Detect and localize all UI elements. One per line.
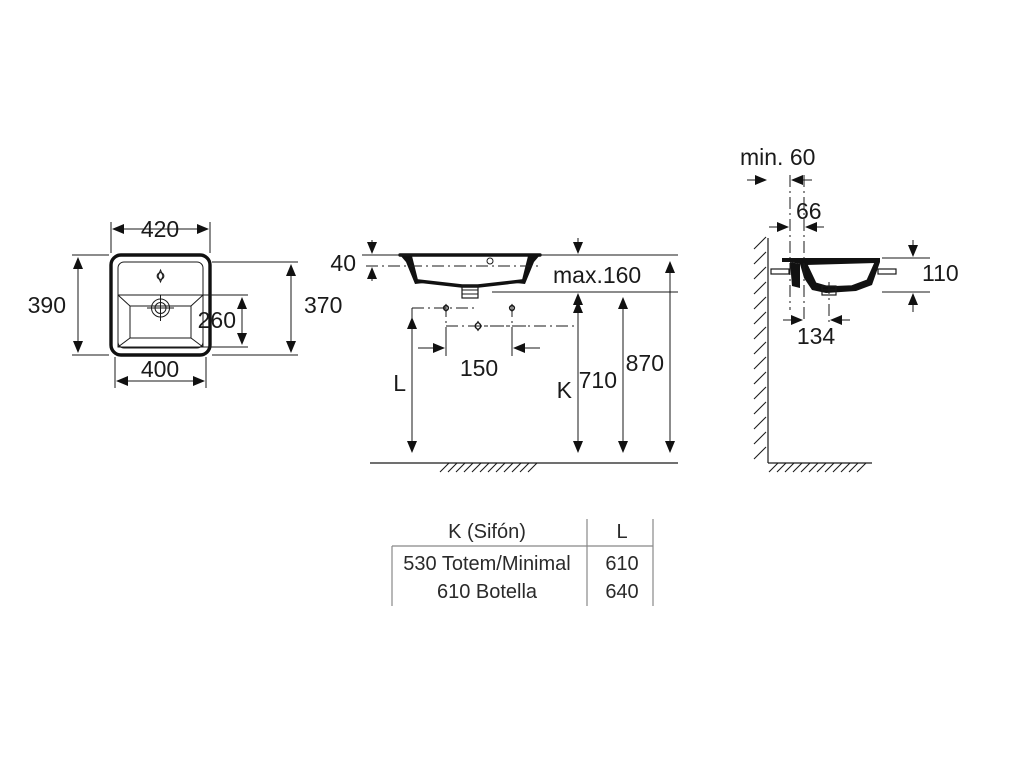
basin-right-wall-front — [516, 255, 540, 284]
side-section-group: min. 60 66 134 110 — [740, 144, 959, 473]
wall-hatching-side — [753, 236, 767, 460]
dim-label-390: 390 — [28, 292, 66, 318]
dim-label-max160: max.160 — [553, 262, 641, 288]
table-header-l: L — [616, 521, 627, 543]
front-elevation-group: 40 max.160 — [330, 238, 678, 473]
basin-bowl-bottom-front — [416, 279, 524, 288]
drain-outlet-plan — [147, 295, 174, 321]
bowl-corner-br — [190, 337, 204, 348]
floor-hatching-side — [768, 462, 867, 473]
basin-left-wall-front — [400, 255, 424, 284]
dim-label-150: 150 — [460, 355, 498, 381]
dim-label-40: 40 — [330, 250, 356, 276]
floor-hatching-front — [439, 462, 538, 473]
dim-label-710: 710 — [579, 367, 617, 393]
table-row-1-l: 640 — [605, 581, 638, 603]
trap-table-group: K (Sifón) L 530 Totem/Minimal 610 610 Bo… — [391, 519, 654, 606]
dim-K-group: K — [557, 301, 583, 453]
dim-40-group: 40 — [330, 240, 420, 281]
dim-110-group: 110 — [882, 240, 959, 312]
bowl-cavity-side — [806, 263, 876, 288]
dim-260-group: 260 — [198, 294, 248, 348]
basin-back-wall-side — [790, 262, 800, 288]
dim-label-134: 134 — [797, 323, 836, 349]
dim-134-group: 134 — [783, 315, 850, 349]
dim-label-260: 260 — [198, 307, 236, 333]
dim-370-group: 370 — [212, 261, 342, 356]
dim-label-870: 870 — [626, 350, 664, 376]
bowl-corner-bl — [117, 337, 131, 348]
basin-outline-plan — [109, 253, 212, 357]
dim-710-group: 710 — [579, 297, 628, 453]
table-row-0-k: 530 Totem/Minimal — [403, 553, 570, 575]
waste-stub-front — [461, 285, 479, 299]
bowl-corner-tl — [117, 294, 131, 307]
overflow-hole-front — [486, 257, 494, 265]
dim-label-370: 370 — [304, 292, 342, 318]
dim-420-group: 420 — [110, 216, 211, 253]
table-header-k: K (Sifón) — [448, 521, 526, 543]
dim-max160-group: max.160 — [492, 238, 678, 310]
wall-bracket-left-side — [770, 268, 790, 275]
bowl-corner-tr — [190, 294, 204, 307]
dim-L-group: L — [393, 317, 417, 453]
dim-label-66: 66 — [796, 198, 822, 224]
dim-min60-group: min. 60 — [740, 144, 815, 185]
wall-bracket-right-side — [877, 268, 897, 275]
dim-66-group: 66 — [769, 198, 824, 232]
dim-label-K: K — [557, 377, 573, 403]
table-row-1-k: 610 Botella — [437, 581, 538, 603]
dim-label-L: L — [393, 370, 406, 396]
bowl-profile-side — [804, 261, 878, 290]
dim-400-group: 400 — [114, 356, 207, 388]
dim-label-420: 420 — [141, 216, 179, 242]
plan-view-group: 420 390 260 370 — [28, 216, 342, 388]
table-row-0-l: 610 — [605, 553, 638, 575]
tap-hole-plan — [156, 268, 165, 284]
dim-label-min60: min. 60 — [740, 144, 815, 170]
dim-label-110: 110 — [922, 260, 959, 286]
dim-390-group: 390 — [28, 254, 109, 356]
dim-label-400: 400 — [141, 356, 179, 382]
dim-870-group: 870 — [626, 261, 675, 453]
floor-line-front — [370, 462, 678, 473]
dim-150-group: 150 — [418, 328, 540, 381]
